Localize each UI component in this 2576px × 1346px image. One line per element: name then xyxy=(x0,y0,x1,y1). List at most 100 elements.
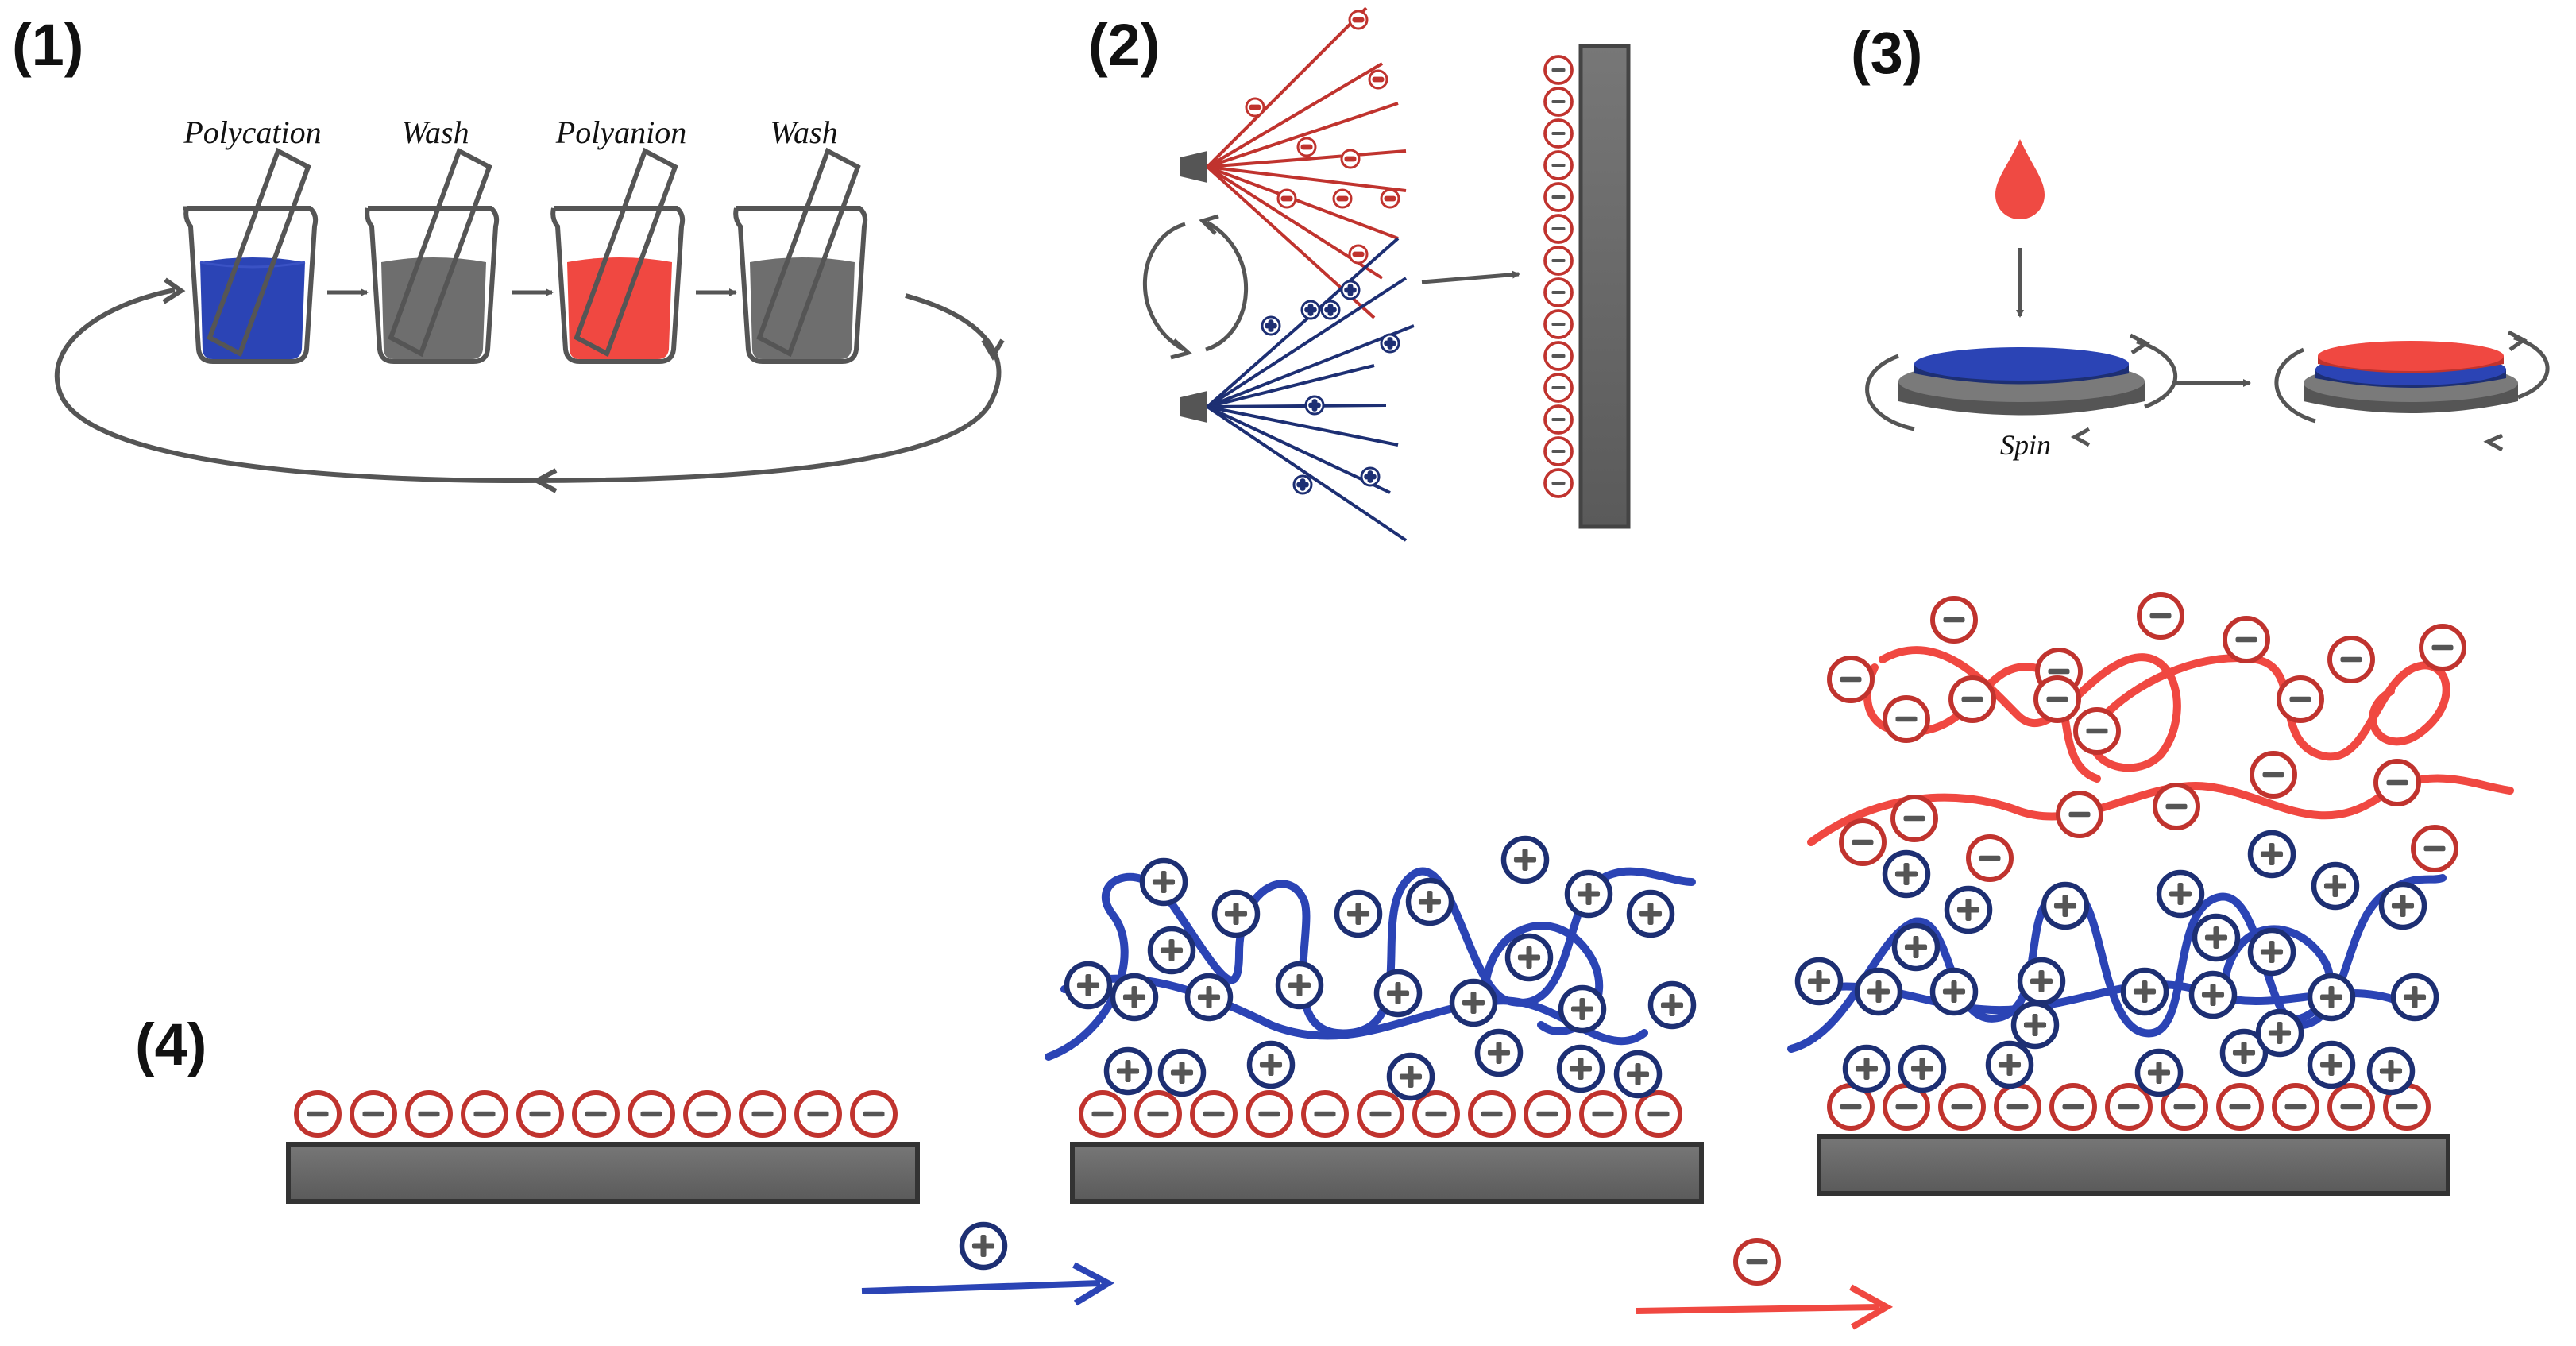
negative-charge-icon xyxy=(294,1090,342,1138)
negative-charge-icon xyxy=(1543,341,1574,371)
negative-charge-icon xyxy=(1543,277,1574,307)
spray-line xyxy=(1207,165,1407,192)
positive-charge-icon xyxy=(1300,300,1321,320)
arrow-head-icon xyxy=(531,468,558,493)
label-wash-2: Wash xyxy=(770,114,837,150)
negative-charge-icon xyxy=(350,1090,397,1138)
spray-line xyxy=(1207,324,1415,408)
negative-charge-icon xyxy=(1635,1090,1682,1138)
negative-charge-icon xyxy=(2327,636,2375,683)
panel-4-number: (4) xyxy=(135,1011,207,1077)
spray-line xyxy=(1206,277,1408,408)
arrow-head-icon xyxy=(1170,338,1193,360)
negative-charge-icon xyxy=(1733,1238,1781,1286)
positive-charge-icon xyxy=(2307,1040,2356,1089)
negative-charge-icon xyxy=(2250,751,2297,799)
positive-charge-icon xyxy=(2010,1000,2060,1050)
positive-charge-icon xyxy=(2156,869,2205,919)
positive-charge-icon xyxy=(2255,1008,2304,1058)
positive-charge-icon xyxy=(1891,922,1941,972)
polycation-chain xyxy=(2220,925,2335,1025)
arrow-head-icon xyxy=(2483,433,2504,452)
negative-charge-icon xyxy=(1348,10,1369,30)
negative-charge-icon xyxy=(1296,137,1317,157)
negative-charge-icon xyxy=(2056,791,2103,838)
positive-charge-icon xyxy=(1474,1028,1524,1077)
beaker-icon xyxy=(733,147,868,364)
positive-charge-icon xyxy=(1985,1040,2034,1089)
spray-line xyxy=(1206,405,1408,542)
negative-charge-icon xyxy=(2277,675,2324,723)
negative-charge-icon xyxy=(1340,149,1361,169)
negative-charge-icon xyxy=(1190,1090,1238,1138)
negative-charge-icon xyxy=(1543,182,1574,212)
positive-charge-icon xyxy=(1360,466,1381,487)
arrow-head-icon xyxy=(162,277,186,304)
negative-charge-icon xyxy=(1543,55,1574,85)
positive-charge-icon xyxy=(1334,889,1383,938)
negative-charge-icon xyxy=(1245,97,1265,118)
label-polyanion: Polyanion xyxy=(555,114,686,150)
negative-charge-icon xyxy=(1380,188,1400,209)
positive-charge-icon xyxy=(2366,1046,2416,1096)
spray-line xyxy=(1207,149,1407,168)
negative-charge-icon xyxy=(2223,616,2270,663)
rotation-arrow-left xyxy=(2274,347,2316,424)
positive-charge-icon xyxy=(1304,395,1325,416)
negative-charge-icon xyxy=(1994,1083,2041,1131)
negative-charge-icon xyxy=(2153,783,2200,830)
positive-charge-icon xyxy=(1929,967,1979,1016)
positive-charge-icon xyxy=(1139,857,1188,907)
positive-charge-icon xyxy=(1613,1050,1663,1099)
polycation-spray xyxy=(1206,237,1415,542)
positive-charge-icon xyxy=(1211,889,1261,938)
positive-charge-icon xyxy=(1184,973,1234,1022)
arrow-head-icon xyxy=(1199,214,1219,235)
arrow-head-icon xyxy=(2070,427,2091,447)
positive-charge-icon xyxy=(2247,927,2296,977)
negative-charge-icon xyxy=(1543,436,1574,466)
positive-charge-icon xyxy=(1275,961,1324,1010)
positive-charge-icon xyxy=(1157,1048,1207,1097)
negative-charge-icon xyxy=(1276,188,1297,209)
negative-charge-icon xyxy=(2049,1083,2097,1131)
negative-charge-icon xyxy=(794,1090,842,1138)
negative-charge-icon xyxy=(2327,1083,2375,1131)
rotation-arrow-left xyxy=(1865,354,1915,431)
negative-charge-icon xyxy=(1412,1090,1460,1138)
spray-line xyxy=(1207,405,1391,494)
deposition-arrow-polyanion xyxy=(1636,1304,1879,1314)
panel-3-number: (3) xyxy=(1851,20,1922,86)
negative-charge-icon xyxy=(1883,1083,1930,1131)
positive-charge-icon xyxy=(2134,1048,2184,1097)
positive-charge-icon xyxy=(1380,333,1400,354)
positive-charge-icon xyxy=(1261,315,1281,336)
polyanion-spray xyxy=(1206,6,1407,319)
negative-charge-icon xyxy=(1134,1090,1182,1138)
spray-line xyxy=(1207,405,1399,447)
positive-charge-icon xyxy=(1246,1040,1296,1089)
negative-charge-icon xyxy=(1579,1090,1627,1138)
positive-charge-icon xyxy=(1500,835,1550,884)
panel-4-layer-buildup: (4) xyxy=(135,592,2514,1330)
spray-line xyxy=(1206,62,1384,168)
negative-charge-icon xyxy=(2137,592,2184,640)
substrate-negative-charges xyxy=(1543,55,1574,498)
negative-charge-icon xyxy=(1883,695,1930,743)
negative-charge-icon xyxy=(572,1090,620,1138)
negative-charge-icon xyxy=(516,1090,564,1138)
positive-charge-icon xyxy=(1944,885,1993,934)
negative-charge-icon xyxy=(1543,309,1574,339)
positive-charge-icon xyxy=(2192,913,2241,962)
arrow-head-icon xyxy=(981,338,1005,361)
cycle-arc-right xyxy=(1205,220,1248,352)
spray-line xyxy=(1207,102,1399,168)
panel-1-dip-coating: (1) Polycation Wash Polyanion Wash xyxy=(12,12,1005,493)
positive-charge-icon xyxy=(1556,1044,1605,1093)
positive-charge-icon xyxy=(1564,869,1613,919)
positive-charge-icon xyxy=(1064,961,1113,1010)
negative-charge-icon xyxy=(1543,404,1574,435)
positive-charge-icon xyxy=(2311,861,2360,911)
panel-2-spray-coating: (2) xyxy=(1088,6,1631,542)
